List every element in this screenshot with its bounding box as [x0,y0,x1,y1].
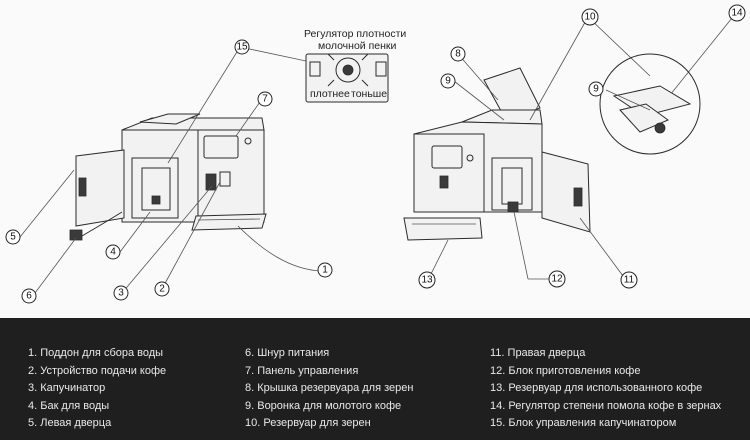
callout-5: 5 [5,229,21,245]
svg-text:4: 4 [110,247,116,258]
callout-6: 6 [21,288,37,304]
callout-13: 13 [418,271,436,289]
legend-item-7: 7. Панель управления [245,364,359,377]
callout-9: 9 [440,73,456,89]
callout-10: 10 [581,8,599,26]
legend-item-13: 13. Резервуар для использованного кофе [490,382,703,395]
legend-column-2: 6. Шнур питания 7. Панель управления 8. … [245,345,413,433]
legend-item-12: 12. Блок приготовления кофе [490,364,641,377]
legend-column-3: 11. Правая дверца 12. Блок приготовления… [490,345,721,433]
legend-item-14: 14. Регулятор степени помола кофе в зерн… [490,399,722,412]
svg-text:1: 1 [322,265,328,276]
callout-9-detail: 9 [588,81,604,97]
svg-text:13: 13 [421,275,433,286]
callout-12: 12 [548,270,566,288]
svg-text:5: 5 [10,232,16,243]
left-machine [19,46,323,298]
legend-item-4: 4. Бак для воды [28,399,110,412]
callout-15: 15 [234,39,250,55]
callout-1: 1 [317,262,333,278]
svg-text:3: 3 [118,288,124,299]
legend-item-10: 10. Резервуар для зерен [245,417,371,430]
svg-text:14: 14 [731,8,743,19]
density-regulator-inset: Регулятор плотности молочной пенки плотн… [304,28,406,103]
svg-text:8: 8 [455,49,461,60]
callout-3: 3 [113,285,129,301]
svg-text:6: 6 [26,291,32,302]
density-regulator-title-2: молочной пенки [318,40,396,52]
grinder-detail-inset [599,53,701,155]
legend-item-2: 2. Устройство подачи кофе [28,364,167,377]
svg-text:12: 12 [551,274,563,285]
legend-item-3: 3. Капучинатор [28,382,106,395]
thin-label: тоньше [351,88,387,100]
parts-legend: 1. Поддон для сбора воды 2. Устройство п… [0,318,750,440]
legend-column-1: 1. Поддон для сбора воды 2. Устройство п… [28,345,166,433]
svg-text:10: 10 [584,12,596,23]
callout-2: 2 [154,281,170,297]
svg-text:15: 15 [236,42,248,53]
density-regulator-title-1: Регулятор плотности [304,28,406,40]
callout-14: 14 [728,4,746,22]
machine-diagram: Регулятор плотности молочной пенки плотн… [5,4,746,304]
callout-4: 4 [105,244,121,260]
legend-item-5: 5. Левая дверца [28,417,112,430]
svg-text:7: 7 [262,94,268,105]
svg-text:11: 11 [624,275,635,286]
diagram-drawing: Регулятор плотности молочной пенки плотн… [5,4,746,304]
callout-7: 7 [257,91,273,107]
legend-item-15: 15. Блок управления капучинатором [490,417,677,430]
svg-text:9: 9 [593,84,599,95]
right-machine [403,12,737,281]
legend-item-6: 6. Шнур питания [245,347,330,359]
legend-item-8: 8. Крышка резервуара для зерен [245,382,414,395]
svg-text:9: 9 [445,76,451,87]
dense-label: плотнее [310,88,350,100]
callout-8: 8 [450,46,466,62]
svg-text:2: 2 [159,284,165,295]
legend-item-9: 9. Воронка для молотого кофе [245,399,402,412]
callout-11: 11 [620,271,638,289]
legend-item-1: 1. Поддон для сбора воды [28,347,164,359]
legend-item-11: 11. Правая дверца [490,347,586,359]
